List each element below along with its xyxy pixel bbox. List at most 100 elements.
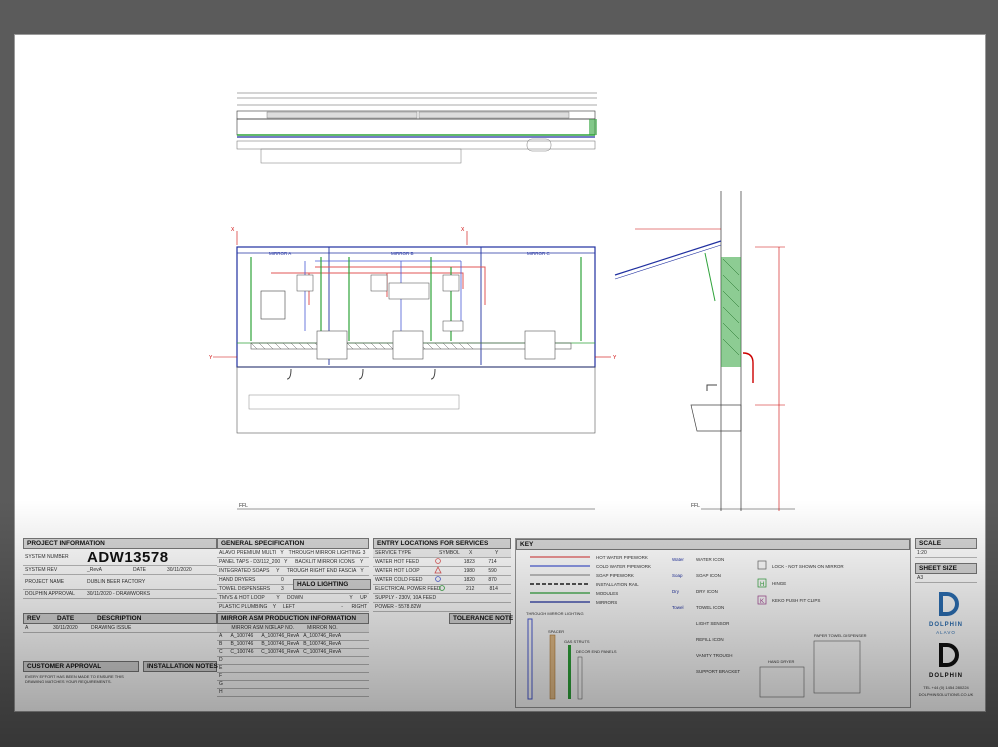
- key-icon-label: REFILL ICON: [696, 637, 724, 642]
- triangle-red-symbol-icon: [433, 565, 461, 576]
- lock-icon: [757, 560, 767, 570]
- dry-icon: Dry: [672, 589, 680, 594]
- key-icon-label: TOWEL ICON: [696, 605, 724, 610]
- key-icon-label: LIGHT SENSOR: [696, 621, 730, 626]
- customer-approval-panel: CUSTOMER APPROVAL EVERY EFFORT HAS BEEN …: [23, 661, 139, 686]
- sheet-size-value: A3: [917, 574, 924, 581]
- scale-label: SCALE: [915, 538, 977, 549]
- mirror-b-label: MIRROR B: [391, 251, 414, 256]
- system-number-label: SYSTEM NUMBER: [25, 553, 69, 560]
- brand-panel: DOLPHIN ALAVO DOLPHIN TEL +44 (0) 1454 2…: [915, 587, 977, 707]
- spacer-symbol: [549, 634, 556, 700]
- y-marker-left: Y: [209, 355, 213, 361]
- customer-approval-heading: CUSTOMER APPROVAL: [23, 661, 139, 672]
- ffl-left: FFL: [239, 503, 248, 509]
- key-extra-label: DECOR END PANELS: [576, 649, 617, 654]
- clip-symbol: [757, 595, 767, 605]
- dolphin-approval-label: DOLPHIN APPROVAL: [25, 590, 75, 597]
- key-line-label: INSTALLATION RAIL: [596, 582, 639, 587]
- revision-row: A 30/11/2020 DRAWING ISSUE: [23, 624, 217, 633]
- key-symbol-label: HINGE: [772, 581, 786, 586]
- side-section: [614, 191, 785, 511]
- key-icon-label: VANITY TROUGH: [696, 653, 733, 658]
- circle-red-symbol-icon: [433, 557, 461, 567]
- entry-locations-panel: ENTRY LOCATIONS FOR SERVICES SERVICE TYP…: [373, 538, 511, 612]
- date-label: DATE: [133, 566, 146, 573]
- drawing-sheet: MIRROR A MIRROR B MIRROR C X X Y Y FFL F…: [14, 34, 986, 712]
- hinge-symbol: [757, 578, 767, 588]
- customer-approval-text: EVERY EFFORT HAS BEEN MADE TO ENSURE THI…: [25, 674, 124, 684]
- x-marker-right: X: [461, 227, 465, 233]
- key-icon-label: SUPPORT BRACKET: [696, 669, 740, 674]
- key-extra-label: GAS STRUTS: [564, 639, 590, 644]
- front-elevation: MIRROR A MIRROR B MIRROR C X X Y Y FFL F…: [209, 227, 795, 510]
- sheet-size-label: SHEET SIZE: [915, 563, 977, 574]
- hand-dryer-symbol: [759, 666, 805, 698]
- tolerance-note-panel: TOLERANCE NOTE: [449, 613, 513, 624]
- halo-up: UP: [360, 594, 368, 601]
- mirror-row: F: [217, 673, 369, 681]
- dolphin-logo: [939, 643, 959, 667]
- mirror-production-heading: MIRROR ASM PRODUCTION INFORMATION: [217, 613, 369, 624]
- halo-right: RIGHT: [351, 603, 367, 610]
- mirror-row: G: [217, 681, 369, 689]
- circle-blue-symbol-icon: [433, 575, 461, 585]
- revision-table: REV DATE DESCRIPTION A 30/11/2020 DRAWIN…: [23, 613, 217, 633]
- system-rev-label: SYSTEM REV: [25, 566, 58, 573]
- key-graphics: HOT WATER PIPEWORK COLD WATER PIPEWORK SOA…: [526, 555, 867, 700]
- key-line-label: COLD WATER PIPEWORK: [596, 564, 651, 569]
- rev-description-header: DESCRIPTION: [97, 615, 142, 622]
- general-specification-heading: GENERAL SPECIFICATION: [217, 538, 369, 549]
- installation-notes-heading: INSTALLATION NOTES: [143, 661, 218, 672]
- key-heading: KEY: [516, 539, 910, 550]
- towel-icon: Towel: [672, 605, 684, 610]
- key-icon-label: WATER ICON: [696, 557, 724, 562]
- dolphin-alavo-logo: [939, 592, 959, 616]
- rev-date-header: DATE: [57, 615, 75, 622]
- key-extra-label: THROUGH MIRROR LIGHTING: [526, 611, 584, 616]
- y-marker-right: Y: [613, 355, 617, 361]
- scale-panel: SCALE 1:20: [915, 538, 977, 558]
- rev-header: REV: [27, 615, 41, 622]
- towel-dispenser-symbol: [813, 640, 861, 694]
- keko-clip-icon: K: [760, 599, 764, 605]
- key-extra-label: HAND DRYER: [768, 659, 794, 664]
- dolphin-logo2-text: DOLPHIN: [929, 673, 963, 679]
- key-line-label: HOT WATER PIPEWORK: [596, 555, 648, 560]
- installation-notes-panel: INSTALLATION NOTES: [143, 661, 218, 672]
- mirror-row: D: [217, 657, 369, 665]
- system-number: ADW13578: [87, 548, 169, 566]
- x-marker-left: X: [231, 227, 235, 233]
- key-line-label: MIRRORS: [596, 600, 617, 605]
- soap-icon: Soap: [672, 573, 683, 578]
- key-symbol-label: KEKO PUSH FIT CLIPS: [772, 598, 820, 603]
- key-line-label: SOAP PIPEWORK: [596, 573, 634, 578]
- decor-end-panel-symbol: [577, 656, 583, 700]
- sheet-size-panel: SHEET SIZE A3: [915, 563, 977, 583]
- key-symbol-label: LOCK - NOT SHOWN ON MIRROR: [772, 564, 844, 569]
- mirror-c-label: MIRROR C: [527, 251, 550, 256]
- key-icon-label: SOAP ICON: [696, 573, 721, 578]
- mirror-production-panel: MIRROR ASM PRODUCTION INFORMATION MIRROR…: [217, 613, 369, 697]
- contact-phone: TEL +44 (0) 1454 280224: [923, 685, 969, 690]
- hinge-icon: H: [760, 582, 764, 588]
- key-extra-label: PAPER TOWEL DISPENSER: [814, 633, 867, 638]
- scale-value: 1:20: [917, 549, 927, 556]
- technical-drawing: MIRROR A MIRROR B MIRROR C X X Y Y FFL F…: [209, 92, 795, 511]
- system-rev: _RevA: [87, 566, 103, 573]
- project-name: DUBLIN BEER FACTORY: [87, 578, 146, 585]
- key-extra-label: SPACER: [548, 629, 564, 634]
- halo-lighting-heading: HALO LIGHTING: [293, 579, 371, 590]
- alavo-logo-text: ALAVO: [936, 630, 956, 635]
- website: DOLPHINSOLUTIONS.CO.UK: [918, 692, 974, 697]
- mirror-a-label: MIRROR A: [269, 251, 291, 256]
